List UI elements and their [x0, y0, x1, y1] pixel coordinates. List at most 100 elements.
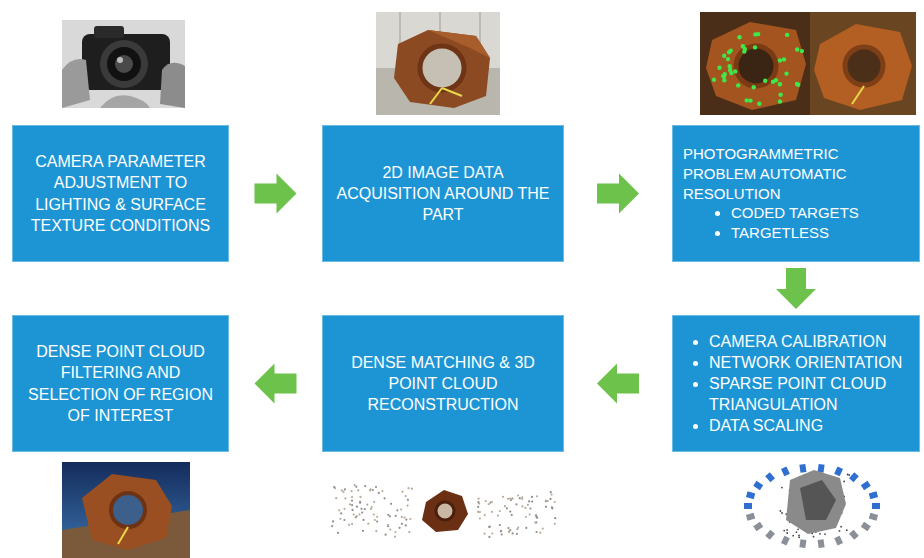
- camera-station: [869, 491, 878, 499]
- cloud-point: [517, 494, 519, 496]
- box-label: PHOTOGRAMMETRIC PROBLEM AUTOMATIC RESOLU…: [683, 144, 909, 203]
- cloud-point: [497, 515, 499, 517]
- flow-arrow: [597, 174, 639, 214]
- box-label: 2D IMAGE DATA ACQUISITION AROUND THE PAR…: [333, 162, 553, 225]
- cloud-point: [353, 514, 355, 516]
- cloud-point: [355, 486, 357, 488]
- cloud-point: [551, 506, 553, 508]
- camera-station: [869, 513, 878, 521]
- cloud-point: [394, 531, 396, 533]
- sparse-point: [792, 535, 794, 537]
- cloud-point: [342, 491, 344, 493]
- cloud-point: [359, 496, 361, 498]
- sparse-point: [796, 531, 798, 533]
- cloud-point: [407, 487, 409, 489]
- cloud-point: [405, 519, 407, 521]
- cloud-point: [355, 516, 357, 518]
- cloud-point: [516, 533, 518, 535]
- cloud-point: [357, 489, 359, 491]
- cloud-point: [550, 491, 552, 493]
- target-dot: [748, 98, 752, 102]
- sparse-point: [819, 533, 821, 535]
- sparse-point: [797, 528, 799, 530]
- camera-station: [781, 536, 790, 546]
- cloud-point: [521, 505, 523, 507]
- cloud-point: [370, 508, 372, 510]
- target-dot: [795, 47, 799, 51]
- cloud-point: [372, 489, 374, 491]
- cloud-point: [366, 504, 368, 506]
- camera-station: [849, 530, 859, 540]
- process-box: 2D IMAGE DATA ACQUISITION AROUND THE PAR…: [322, 125, 564, 262]
- target-dot: [741, 44, 745, 48]
- cloud-point: [351, 504, 353, 506]
- cloud-point: [531, 496, 533, 498]
- target-dot: [733, 69, 737, 73]
- sparse-point: [798, 535, 800, 537]
- cloud-point: [479, 517, 481, 519]
- cloud-point: [351, 509, 353, 511]
- cloud-point: [524, 507, 526, 509]
- cloud-point: [340, 512, 342, 514]
- camera-station: [818, 539, 825, 548]
- cloud-point: [356, 506, 358, 508]
- sparse-point: [824, 533, 826, 535]
- cloud-point: [333, 486, 335, 488]
- target-dot: [778, 82, 782, 86]
- cloud-point: [358, 513, 360, 515]
- target-dot: [757, 102, 761, 106]
- camera-station: [799, 539, 806, 548]
- cloud-point: [549, 498, 551, 500]
- cloud-point: [545, 500, 547, 502]
- cloud-point: [348, 524, 350, 526]
- target-dot: [753, 32, 757, 36]
- camera-photo: [62, 20, 185, 108]
- cloud-point: [488, 536, 490, 538]
- cloud-point: [371, 506, 373, 508]
- cloud-point: [373, 501, 375, 503]
- cloud-point: [501, 533, 503, 535]
- cloud-point: [351, 490, 353, 492]
- cloud-point: [509, 511, 511, 513]
- cloud-point: [489, 526, 491, 528]
- camera-station: [861, 481, 871, 490]
- cloud-point: [408, 531, 410, 533]
- target-dot: [728, 68, 732, 72]
- process-box: DENSE POINT CLOUD FILTERING AND SELECTIO…: [12, 315, 229, 452]
- cloud-point: [531, 500, 533, 502]
- target-dot: [752, 85, 756, 89]
- cloud-point: [504, 505, 506, 507]
- cloud-point: [367, 523, 369, 525]
- camera-station: [834, 467, 843, 477]
- cloud-point: [331, 525, 333, 527]
- cloud-point: [488, 503, 490, 505]
- cloud-point: [539, 532, 541, 534]
- cloud-point: [338, 509, 340, 511]
- cloud-point: [542, 528, 544, 530]
- cloud-point: [488, 526, 490, 528]
- cloud-point: [484, 514, 486, 516]
- cloud-point: [511, 532, 513, 534]
- process-box: CAMERA PARAMETER ADJUSTMENT TO LIGHTING …: [12, 125, 229, 262]
- box-label: DENSE POINT CLOUD FILTERING AND SELECTIO…: [23, 341, 218, 425]
- cloud-point: [373, 514, 375, 516]
- camera-station: [872, 503, 880, 509]
- cloud-point: [349, 503, 351, 505]
- target-dot: [736, 83, 740, 87]
- camera-station: [849, 472, 859, 482]
- cloud-point: [390, 503, 392, 505]
- cloud-point: [554, 517, 556, 519]
- cloud-point: [529, 513, 531, 515]
- target-dot: [763, 79, 767, 83]
- cloud-point: [491, 501, 493, 503]
- cloud-point: [516, 528, 518, 530]
- target-dot: [782, 57, 786, 61]
- target-dot: [778, 99, 782, 103]
- sparse-point: [780, 510, 782, 512]
- cloud-point: [507, 527, 509, 529]
- flow-arrow: [597, 364, 639, 404]
- cloud-point: [502, 496, 504, 498]
- cloud-point: [364, 485, 366, 487]
- cloud-point: [525, 516, 527, 518]
